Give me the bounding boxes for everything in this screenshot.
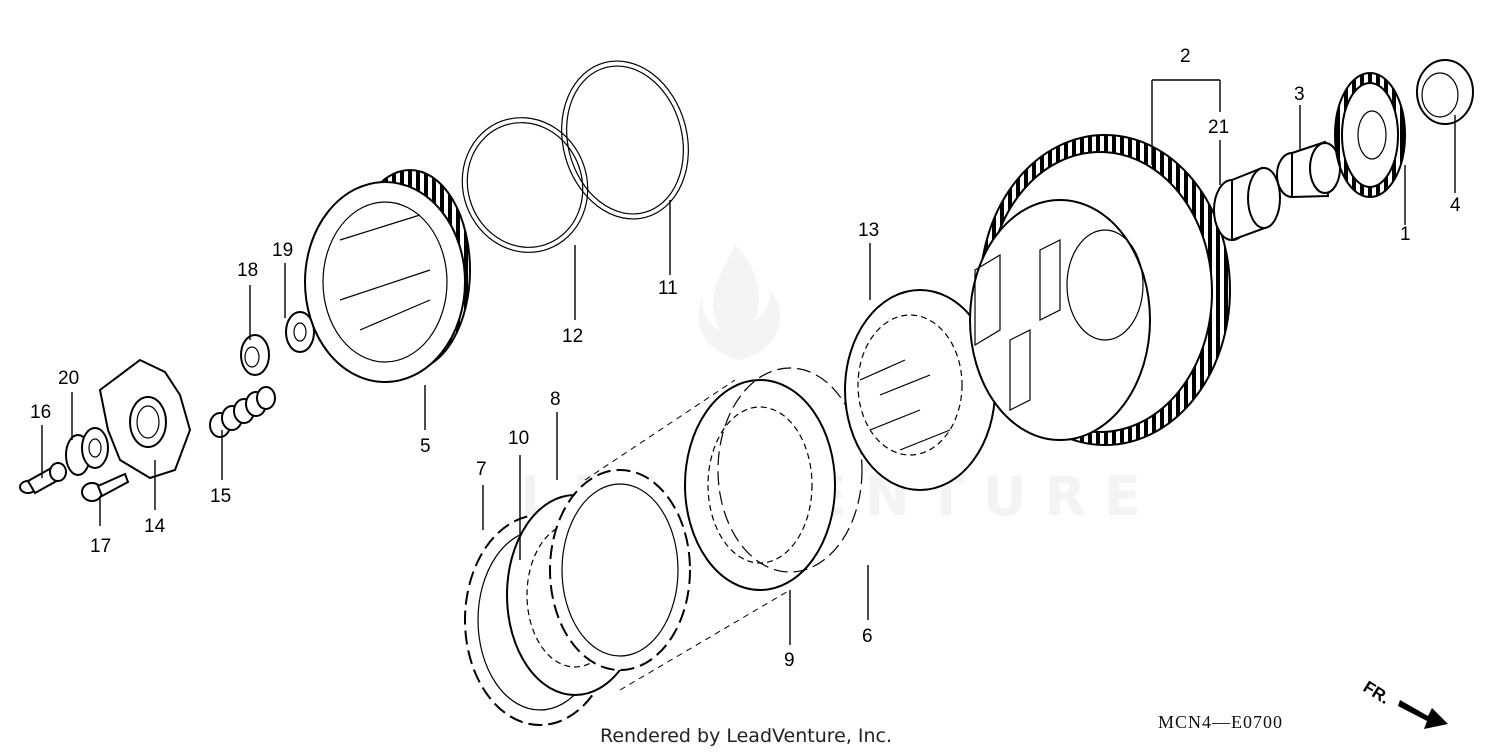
drawing-code: MCN4—E0700 [1158,712,1283,732]
callout-12: 12 [562,326,583,347]
front-direction-indicator: FR. [1360,677,1448,729]
callout-15: 15 [210,486,231,507]
part-9-clutch-plate [684,379,836,591]
callout-20: 20 [58,368,79,389]
callout-8: 8 [550,389,561,410]
callout-14: 14 [144,516,166,537]
part-1-sprocket [1334,72,1406,198]
callout-5: 5 [420,436,431,457]
part-18-nut [240,334,270,376]
callout-19: 19 [272,240,293,261]
stack-envelope [584,379,791,691]
part-2-clutch-outer [969,134,1231,446]
part-17-flange-bolt [81,472,130,502]
callout-17: 17 [90,536,111,557]
callout-6: 6 [862,626,873,647]
rendered-by-footer: Rendered by LeadVenture, Inc. [600,725,892,747]
part-11-o-ring [561,60,689,220]
callout-7: 7 [476,459,487,480]
leader-lines [41,79,1456,645]
part-19-washer [285,311,315,353]
callout-21: 21 [1208,117,1229,138]
part-3-collar [1276,140,1341,199]
callout-11: 11 [658,278,678,299]
callout-3: 3 [1294,84,1305,105]
watermark-flame-icon [698,245,780,360]
part-5-pressure-plate [304,169,471,383]
front-arrow-icon [1398,700,1448,729]
part-20-bearing [65,427,109,476]
part-6-friction-disc [717,367,863,573]
part-8-friction-disc [549,469,691,671]
front-direction-label: FR. [1360,677,1393,708]
part-21-needle-bearing [1213,166,1281,242]
part-15-spring [209,386,276,438]
part-4-cap [1416,59,1474,125]
callout-18: 18 [237,260,258,281]
callout-4: 4 [1450,195,1461,216]
part-14-lifter-plate [98,358,192,480]
callout-2: 2 [1180,46,1191,67]
callout-10: 10 [508,428,529,449]
callout-16: 16 [30,402,51,423]
callout-1: 1 [1400,224,1411,245]
callout-13: 13 [858,220,879,241]
callouts: 1 2 3 4 5 6 7 8 9 10 11 12 13 14 15 16 1… [30,46,1461,671]
part-12-o-ring [461,117,589,253]
part-16-bolt [19,462,67,495]
callout-9: 9 [784,650,795,671]
